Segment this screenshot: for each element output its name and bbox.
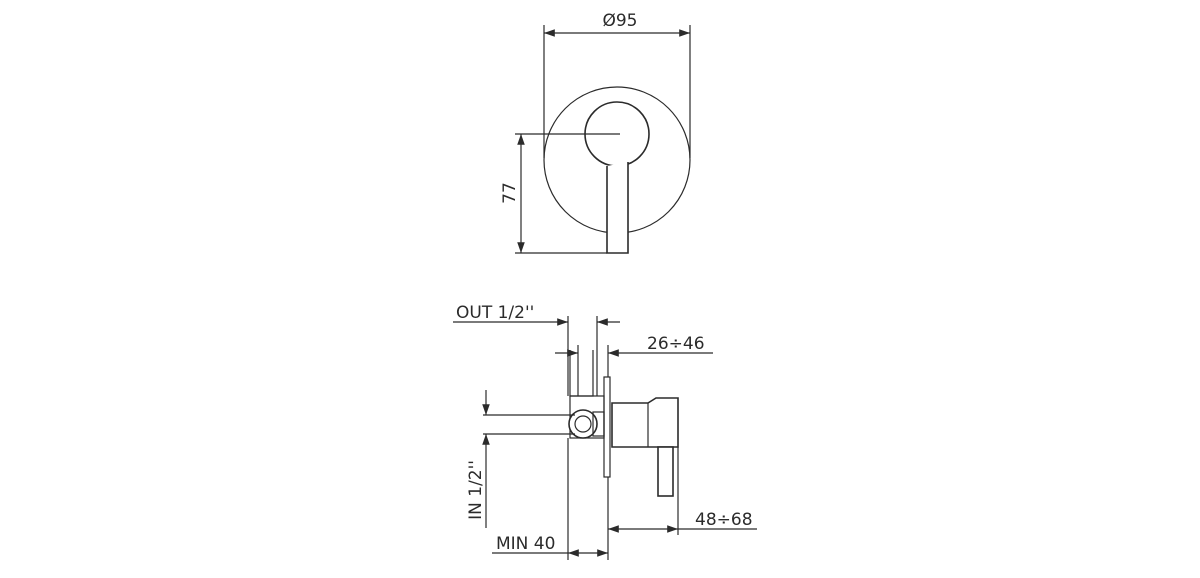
proj-label: 48÷68 <box>695 510 753 530</box>
height-label: 77 <box>500 182 520 204</box>
side-view: OUT 1/2'' 26÷46 IN 1/2'' MIN 40 48÷68 <box>453 303 757 560</box>
side-lever <box>657 446 674 497</box>
inlet-connector-inner <box>574 415 592 433</box>
wall-plate <box>603 376 611 478</box>
outlet-riser <box>569 350 594 397</box>
inlet-connector-outer <box>568 409 598 439</box>
depth-label: 26÷46 <box>647 334 705 354</box>
side-handle-body <box>611 397 679 448</box>
front-view: Ø95 77 <box>500 11 691 254</box>
lever-handle <box>606 162 629 254</box>
valve-nut <box>592 411 605 437</box>
min-label: MIN 40 <box>496 534 555 554</box>
in-label: IN 1/2'' <box>466 460 486 520</box>
out-label: OUT 1/2'' <box>456 303 534 323</box>
diameter-label: Ø95 <box>602 11 637 31</box>
